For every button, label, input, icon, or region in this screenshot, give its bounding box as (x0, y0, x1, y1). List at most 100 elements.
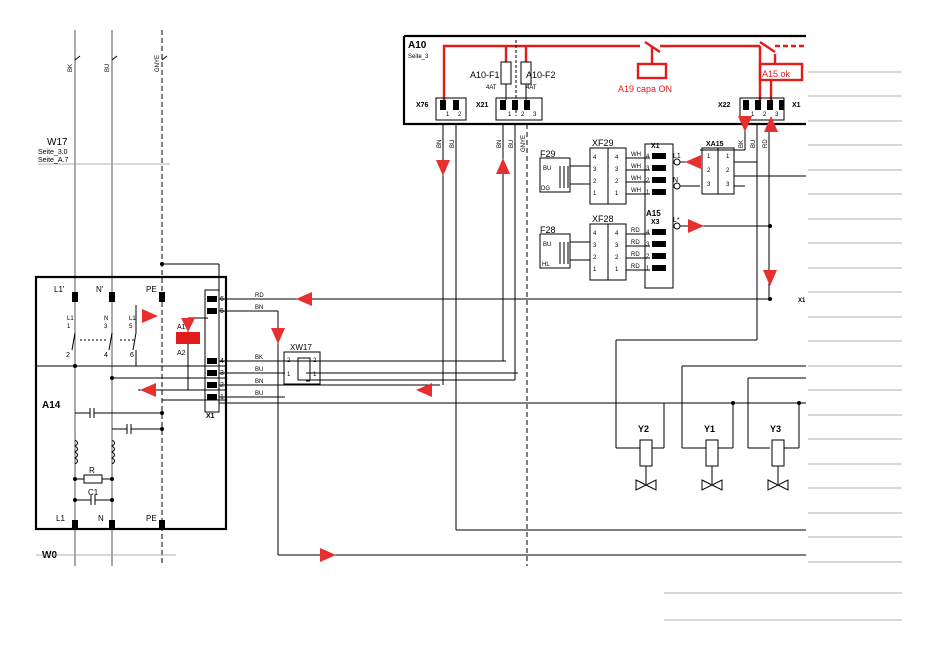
a2-label: A2 (177, 350, 186, 357)
f28-pin-bu: BU (543, 242, 551, 248)
xf28-wire-rd-3: RD (631, 252, 640, 258)
x22-pin-1: 1 (751, 112, 755, 118)
xf28-wire-rd-1: RD (631, 228, 640, 234)
xa15-pin-2a: 2 (707, 168, 711, 174)
cut-x-label: X1 (798, 298, 806, 304)
arrow-x22-rd-up (764, 116, 778, 132)
a15-x3-pin-4: 4 (646, 230, 650, 236)
f28-sensor (539, 223, 650, 281)
xw17-pin-2b: 2 (313, 358, 317, 364)
x76-pin-1: 1 (446, 112, 450, 118)
a15-status-label: A15 ok (762, 69, 791, 79)
arrow-rd-down (763, 270, 777, 286)
valve-y3-label: Y3 (770, 424, 781, 434)
xf29-pin-4b: 4 (615, 155, 619, 161)
xw17-connector (283, 351, 321, 385)
contact-l1b-label: L1 (129, 316, 136, 322)
arrow-a1-down (181, 318, 195, 332)
xf28-pin-1b: 1 (615, 267, 619, 273)
f29-sensor (539, 147, 650, 205)
x22-wire-bk: BK (739, 140, 745, 148)
xa15-pin-1a: 1 (707, 154, 711, 160)
xf29-pin-1b: 1 (615, 191, 619, 197)
a14-module (34, 275, 228, 531)
a14-x1-terminal (204, 289, 220, 413)
xf29-pin-2a: 2 (593, 179, 597, 185)
valve-y2-label: Y2 (638, 424, 649, 434)
w17-label: W17 (47, 137, 68, 148)
w17-ref-1: Seite_3.0 (38, 149, 68, 156)
a15-x3-pin-3: 3 (646, 242, 650, 248)
a14-r: R (89, 466, 95, 475)
xf29-pin-4a: 4 (593, 155, 597, 161)
fuse-f1-rating: 4AT (486, 85, 497, 91)
xw17-label: XW17 (290, 343, 312, 352)
wire-bu-label-1: BU (255, 367, 263, 373)
valve-wiring (616, 365, 806, 449)
bus-label-bk: BK (68, 64, 74, 72)
xa15-pin-1b: 1 (726, 154, 730, 160)
xf29-label: XF29 (592, 138, 614, 148)
a14-c1: C1 (88, 488, 99, 497)
f29-label: F29 (540, 149, 556, 159)
a15-n-label: N (673, 177, 678, 184)
arrow-rd-left (296, 292, 312, 306)
a14-l1: L1 (56, 514, 65, 523)
bus-label-bu: BU (105, 64, 111, 72)
contact-n-label: N (104, 316, 108, 322)
a15-x3-label: X3 (651, 219, 660, 226)
a15-x1-label: X1 (651, 143, 660, 150)
xf28-pin-4a: 4 (593, 231, 597, 237)
xa15-wires (734, 161, 806, 187)
w17-ref-2: Seite_A.7 (38, 157, 68, 164)
a15-x1-pin-2: 2 (646, 178, 650, 184)
contact-6-num: 6 (130, 352, 134, 359)
xw17-pin-1b: 1 (313, 372, 317, 378)
bus-label-gnye: GNYE (155, 55, 161, 72)
xf29-wire-wh-1: WH (631, 152, 641, 158)
xa15-pin-3b: 3 (726, 182, 730, 188)
wire-bn-label-2: BN (255, 379, 263, 385)
a15-module (644, 143, 772, 301)
x76-pin-2: 2 (458, 112, 462, 118)
a10-title: A10 (408, 40, 427, 51)
a15-x1-pin-1: 1 (646, 190, 650, 196)
w0-label: W0 (42, 550, 57, 561)
arrow-a15-l1-left (685, 155, 701, 169)
f29-pin-bu: BU (543, 166, 551, 172)
wire-bu-label-2: BU (255, 391, 263, 397)
arrow-contact5-right (142, 309, 158, 323)
a14-pe-top: PE (146, 285, 157, 294)
a10-x-cut-label: X1 (792, 102, 801, 109)
a15-l1-label: L1 (673, 153, 681, 160)
x76-label: X76 (416, 102, 429, 109)
f28-pin-hl: HL (542, 262, 550, 268)
a14-n: N (98, 514, 104, 523)
x21-pin-3: 3 (533, 112, 537, 118)
xf29-wire-wh-3: WH (631, 176, 641, 182)
a14-nprime: N' (96, 285, 104, 294)
a14-title: A14 (42, 400, 61, 411)
a15-x1-pin-3: 3 (646, 166, 650, 172)
contact-3-num: 3 (104, 324, 108, 330)
x22-pin-3: 3 (775, 112, 779, 118)
xf28-pin-2a: 2 (593, 255, 597, 261)
a1-label: A1 (177, 324, 186, 331)
xf28-pin-1a: 1 (593, 267, 597, 273)
a10-wires (310, 124, 806, 566)
valve-y1-label: Y1 (704, 424, 715, 434)
x22-wire-bu: BU (751, 140, 757, 148)
wire-bk-label: BK (255, 355, 263, 361)
a15-x1-pin-4: 4 (646, 154, 650, 160)
xf28-pin-2b: 2 (615, 255, 619, 261)
xf28-wire-rd-2: RD (631, 240, 640, 246)
x22-label: X22 (718, 102, 731, 109)
x76-wire-bu: BU (450, 140, 456, 148)
x21-pin-1: 1 (508, 112, 512, 118)
xf29-wire-wh-4: WH (631, 188, 641, 194)
arrow-x1pin2-left (140, 383, 156, 397)
a15-x3-pin-1: 1 (646, 266, 650, 272)
valve-y2 (635, 439, 657, 491)
contact-l1-label: L1 (67, 316, 74, 322)
arrow-x22-bk-down (738, 116, 752, 132)
